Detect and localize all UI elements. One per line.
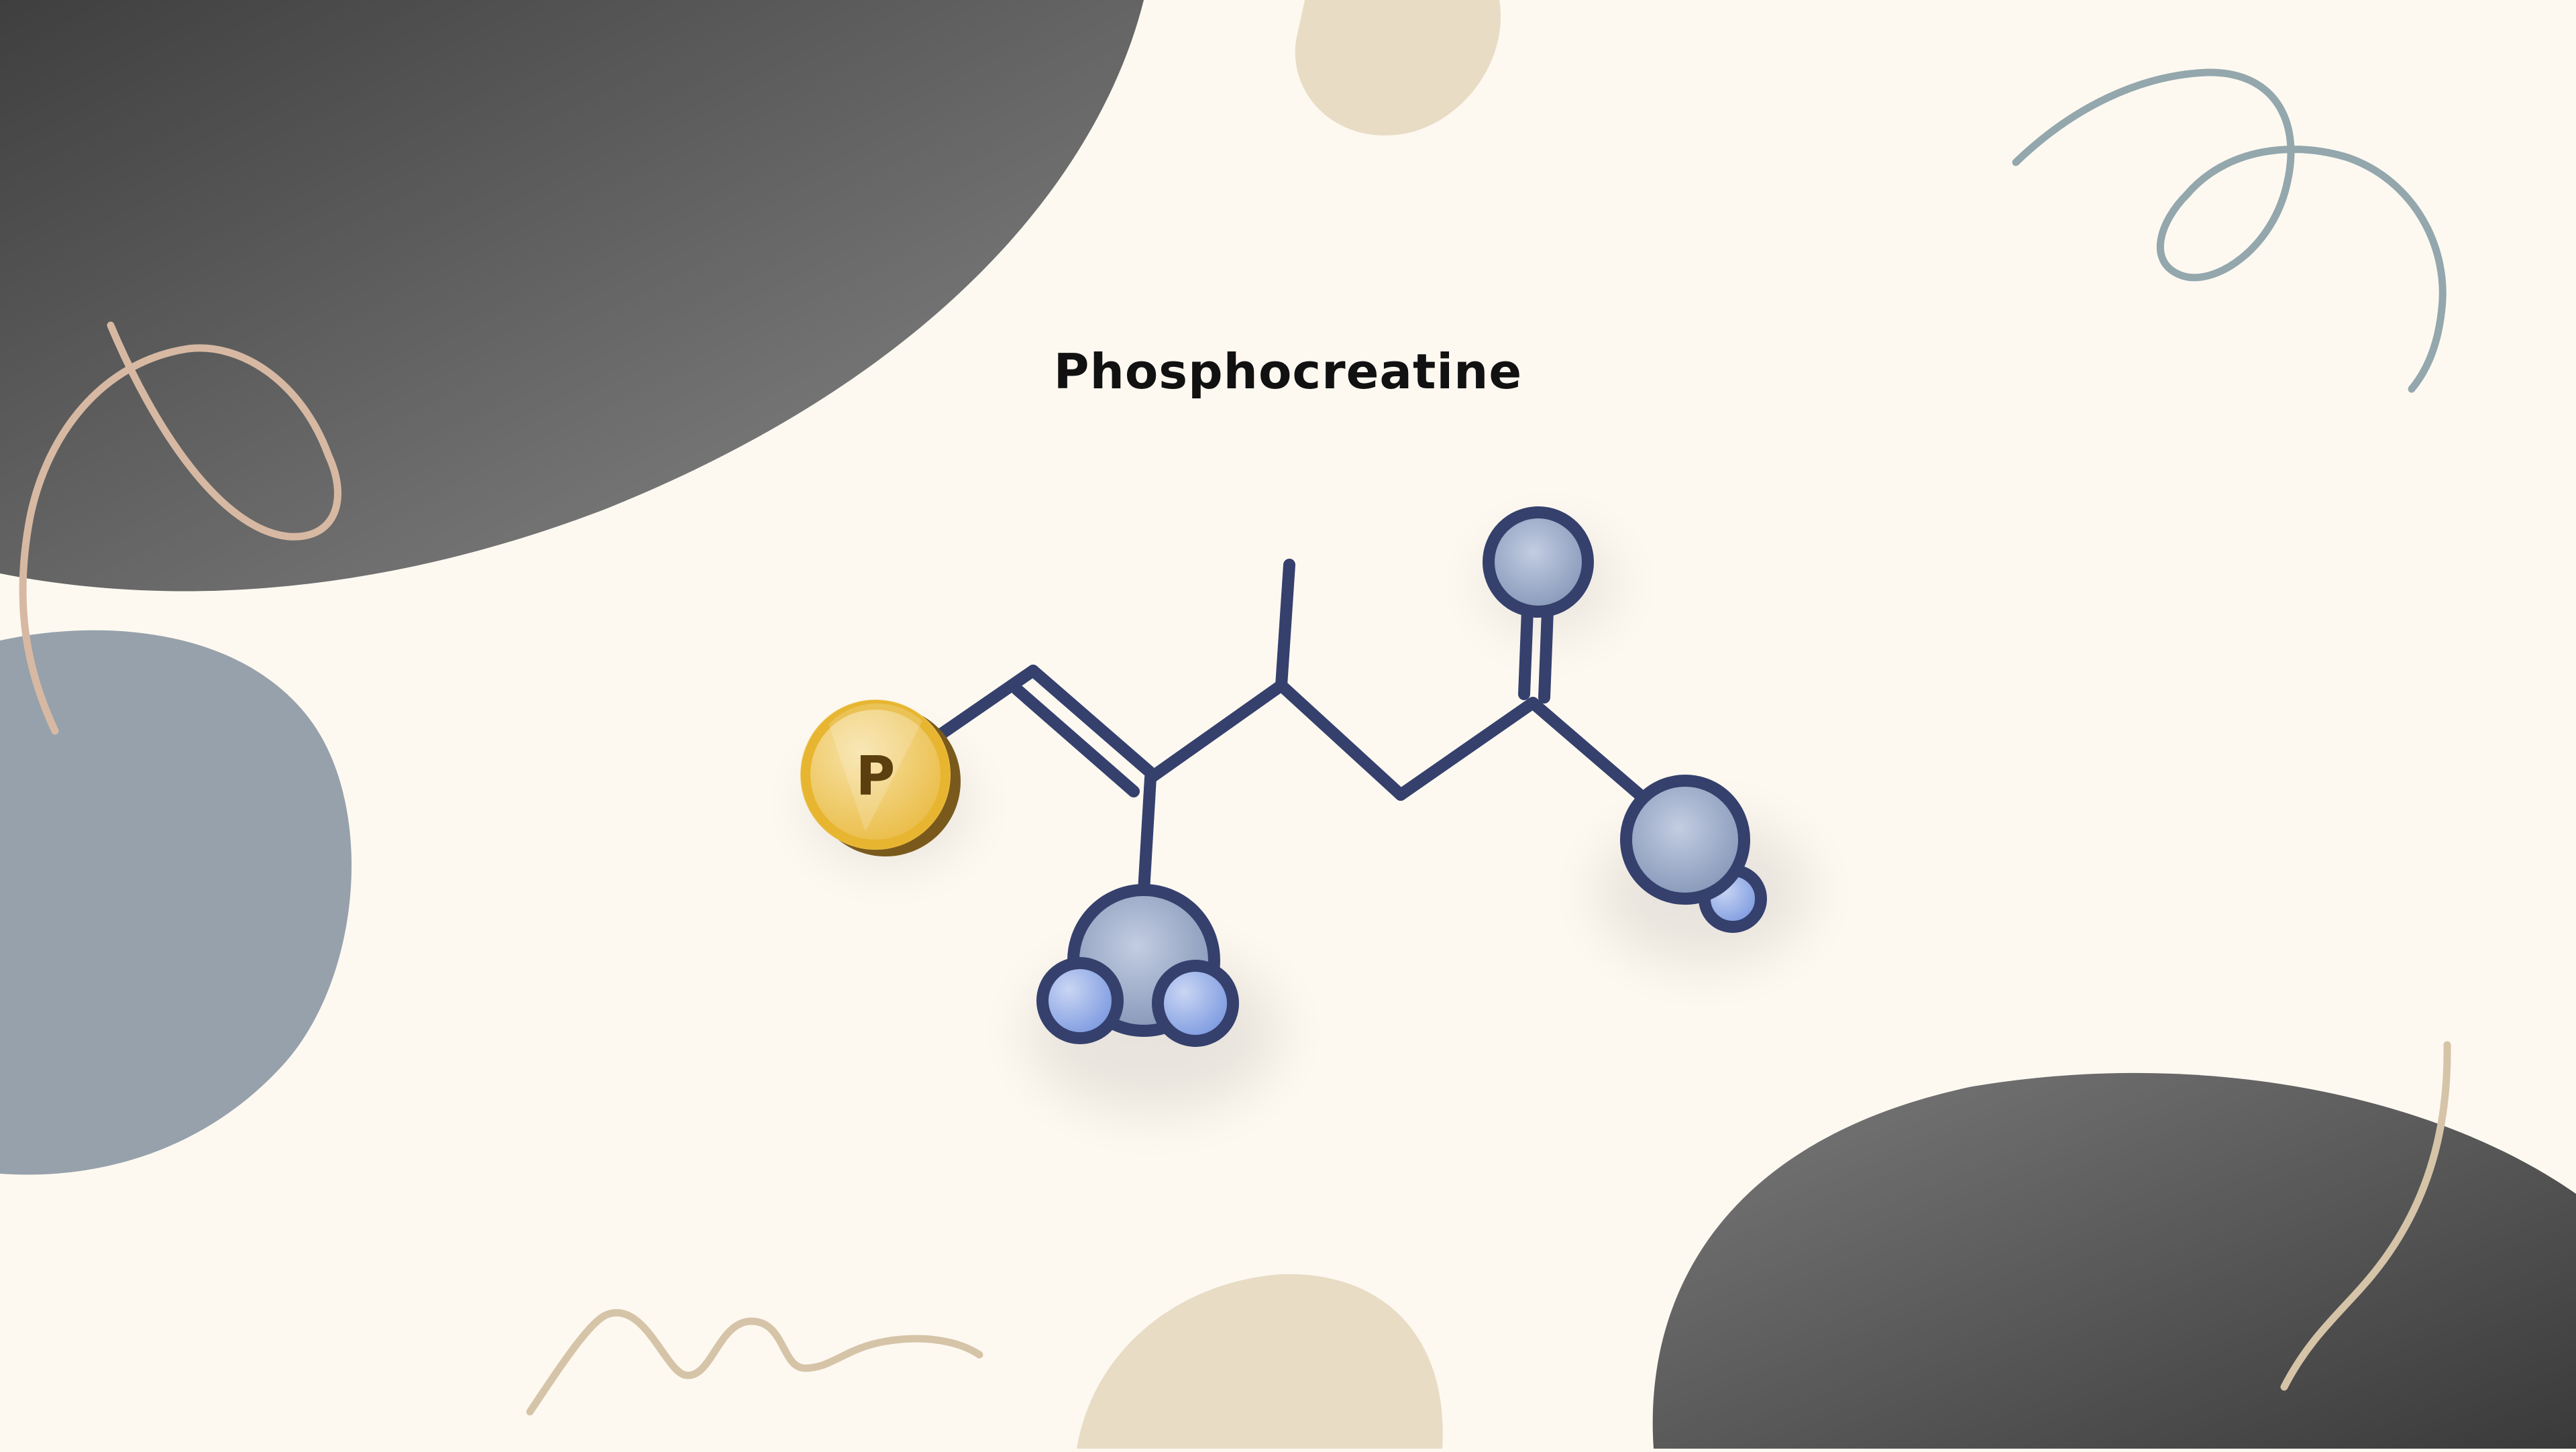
bond-c1-c2-double-b (1011, 683, 1140, 797)
beige-blob-bottom (1077, 1274, 1443, 1449)
squiggle-bottom-tan (526, 1308, 983, 1416)
beige-blob-top (1295, 0, 1501, 135)
oxygen-atom-carbonyl (1483, 506, 1594, 618)
bonds (930, 559, 1650, 908)
dark-blob-bottom-right (1652, 1072, 2576, 1449)
amine-group (1036, 884, 1239, 1047)
squiggle-bottom-right-tan (2280, 1041, 2451, 1391)
hydroxyl-group (1620, 775, 1767, 933)
phosphorus-atom: P (800, 700, 961, 856)
bond-c3-c4 (1275, 679, 1407, 801)
bond-c5-oh (1527, 697, 1650, 804)
squiggle-top-right-slate (2012, 68, 2447, 393)
bond-p-c1 (930, 665, 1039, 744)
bond-c1-c2-double-a (1027, 665, 1157, 779)
bond-c4-c5 (1395, 697, 1539, 801)
bond-c3-methyl (1275, 559, 1295, 691)
hydrogen-atom-right (1152, 960, 1239, 1047)
bond-c2-c3 (1144, 679, 1287, 784)
phosphorus-label: P (856, 745, 896, 807)
squiggle-left-tan (19, 321, 341, 735)
oxygen-atom-hydroxyl (1620, 775, 1750, 905)
slate-blob-left (0, 630, 352, 1175)
hydrogen-atom-left (1036, 957, 1124, 1044)
diagram-title: Phosphocreatine (1053, 343, 1523, 400)
bond-c2-n (1137, 772, 1157, 908)
dark-blob-top-left (0, 0, 1144, 592)
